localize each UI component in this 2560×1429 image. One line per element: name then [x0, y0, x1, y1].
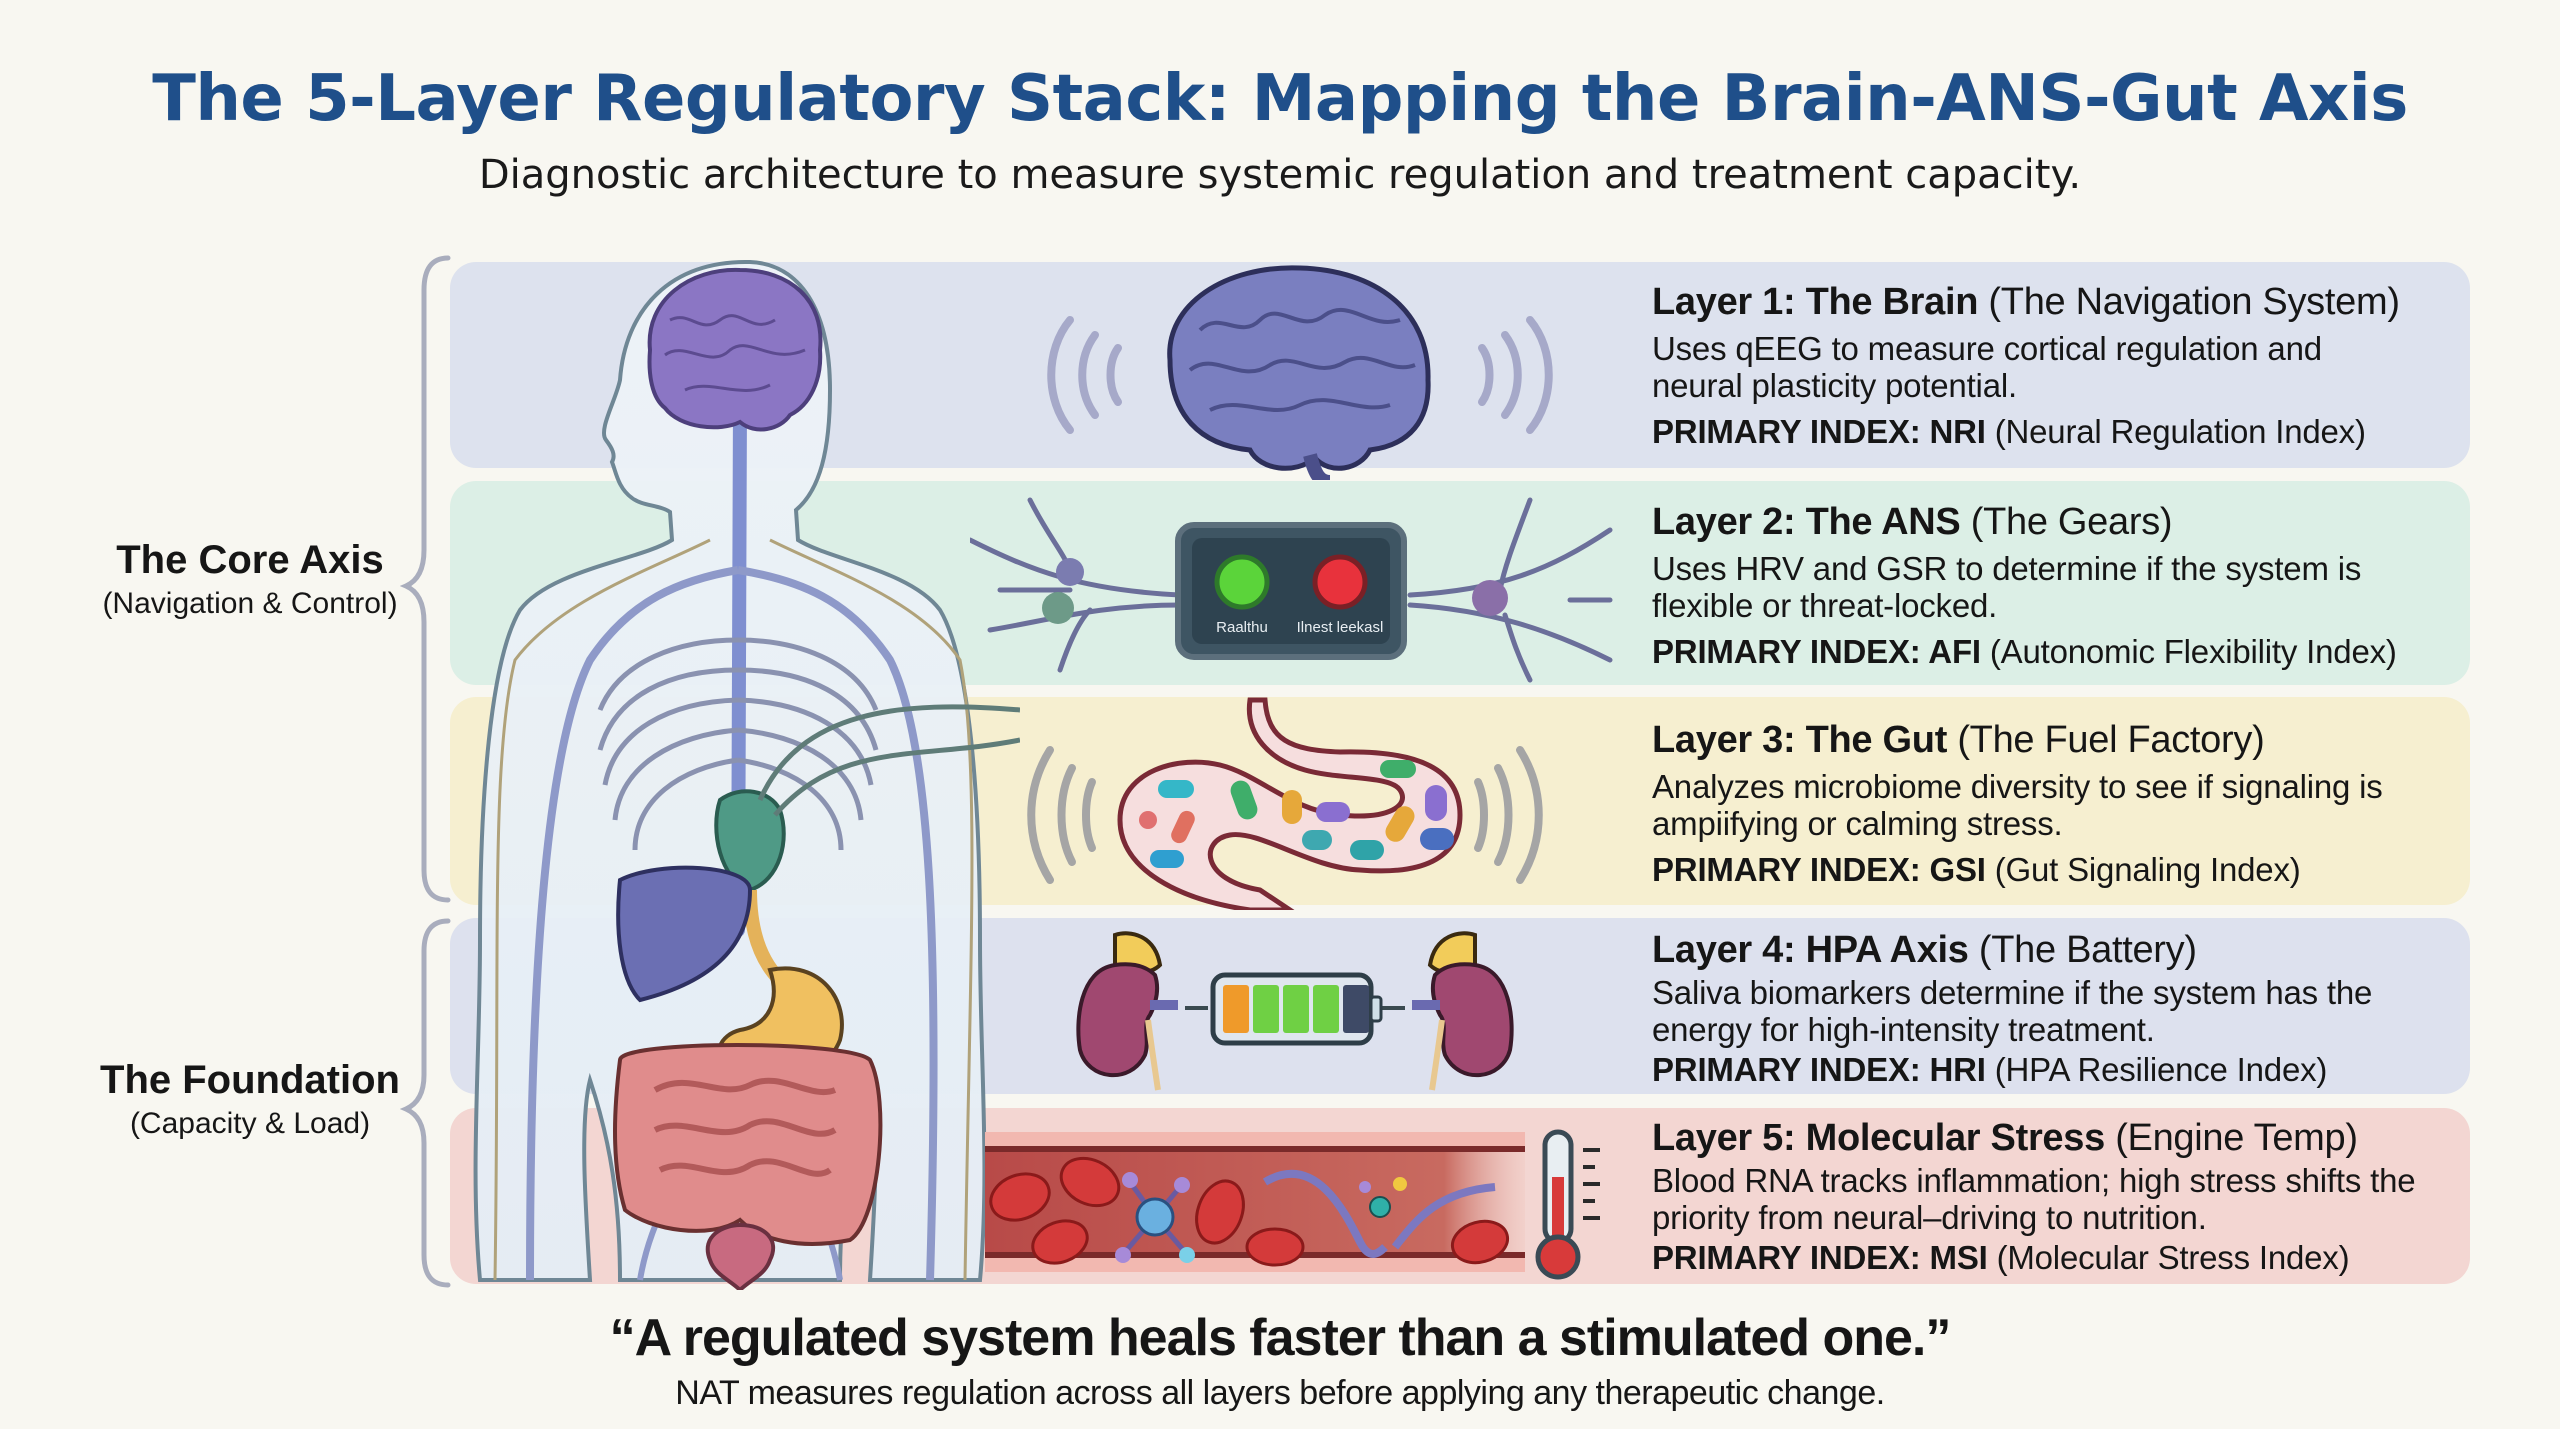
layer-title: Layer 3: The Gut [1652, 719, 1948, 761]
layer-title: Layer 4: HPA Axis [1652, 929, 1969, 971]
layer-index: PRIMARY INDEX: GSI (Gut Signaling Index) [1652, 850, 2462, 890]
index-label: PRIMARY INDEX: MSI [1652, 1239, 1988, 1276]
battery-segment-empty [1343, 985, 1369, 1033]
group-label-foundation: The Foundation (Capacity & Load) [50, 1058, 450, 1141]
layer-4-text: Layer 4: HPA Axis (The Battery) Saliva b… [1652, 928, 2462, 1090]
layer-heading: Layer 5: Molecular Stress (Engine Temp) [1652, 1116, 2462, 1160]
footer-quote: “A regulated system heals faster than a … [609, 1309, 1952, 1367]
layer-5-text: Layer 5: Molecular Stress (Engine Temp) … [1652, 1116, 2462, 1278]
index-label: PRIMARY INDEX: NRI [1652, 413, 1986, 450]
device-left-label: Raalthu [1216, 619, 1268, 636]
index-label: PRIMARY INDEX: AFI [1652, 633, 1981, 670]
layer-3-text: Layer 3: The Gut (The Fuel Factory) Anal… [1652, 718, 2462, 890]
layer-title: Layer 2: The ANS [1652, 501, 1961, 543]
core-axis-bracket-icon [400, 255, 451, 903]
group-title: The Core Axis [116, 538, 384, 582]
blood-vessel-thermometer-icon [985, 1129, 1600, 1280]
page-title: The 5-Layer Regulatory Stack: Mapping th… [152, 62, 2408, 136]
layer-1-text: Layer 1: The Brain (The Navigation Syste… [1652, 280, 2462, 452]
layer-description: Uses qEEG to measure cortical regulation… [1652, 330, 2322, 404]
battery-segment-filled [1283, 985, 1309, 1033]
layer-2-text: Layer 2: The ANS (The Gears) Uses HRV an… [1652, 500, 2462, 672]
group-subtitle: (Navigation & Control) [102, 587, 398, 620]
battery-segment-filled [1223, 985, 1249, 1033]
battery-segment-filled [1253, 985, 1279, 1033]
layer-index: PRIMARY INDEX: NRI (Neural Regulation In… [1652, 412, 2462, 452]
layer-description: Saliva biomarkers determine if the syste… [1652, 974, 2373, 1048]
group-title: The Foundation [100, 1058, 400, 1102]
human-body-illustration-icon [473, 259, 1020, 1290]
layer-heading: Layer 3: The Gut (The Fuel Factory) [1652, 718, 2462, 762]
layer-description: Uses HRV and GSR to determine if the sys… [1652, 550, 2362, 624]
layer-heading: Layer 1: The Brain (The Navigation Syste… [1652, 280, 2462, 324]
layer-metaphor: (The Battery) [1978, 929, 2197, 971]
layer-heading: Layer 2: The ANS (The Gears) [1652, 500, 2462, 544]
brain-icon [1047, 265, 1553, 480]
index-name: (Autonomic Flexibility Index) [1989, 633, 2397, 670]
layer-description: Blood RNA tracks inflammation; high stre… [1652, 1162, 2416, 1236]
layer-metaphor: (Engine Temp) [2115, 1117, 2358, 1159]
index-name: (Molecular Stress Index) [1996, 1239, 2350, 1276]
layer-metaphor: (The Gears) [1970, 501, 2173, 543]
group-subtitle: (Capacity & Load) [129, 1107, 371, 1140]
footer-note: NAT measures regulation across all layer… [675, 1374, 1885, 1412]
page-subtitle: Diagnostic architecture to measure syste… [478, 152, 2082, 198]
microbiome-icon [1027, 697, 1543, 910]
layer-title: Layer 5: Molecular Stress [1652, 1117, 2105, 1159]
layer-index: PRIMARY INDEX: MSI (Molecular Stress Ind… [1652, 1238, 2462, 1278]
kidney-battery-icon [1076, 931, 1514, 1091]
layer-title: Layer 1: The Brain [1652, 281, 1979, 323]
index-name: (Gut Signaling Index) [1994, 851, 2301, 888]
layer-metaphor: (The Fuel Factory) [1957, 719, 2265, 761]
index-label: PRIMARY INDEX: GSI [1652, 851, 1986, 888]
battery-segment-filled [1313, 985, 1339, 1033]
device-right-label: Ilnest leekasl [1297, 619, 1384, 636]
group-label-core-axis: The Core Axis (Navigation & Control) [50, 538, 450, 621]
layer-index: PRIMARY INDEX: HRI (HPA Resilience Index… [1652, 1050, 2462, 1090]
layer-description: Analyzes microbiome diversity to see if … [1652, 768, 2383, 842]
layer-metaphor: (The Navigation System) [1988, 281, 2400, 323]
index-name: (Neural Regulation Index) [1994, 413, 2366, 450]
nerve-device-icon: Raalthu Ilnest leekasl [970, 497, 1613, 683]
foundation-bracket-icon [400, 918, 451, 1288]
layer-heading: Layer 4: HPA Axis (The Battery) [1652, 928, 2462, 972]
index-label: PRIMARY INDEX: HRI [1652, 1051, 1986, 1088]
index-name: (HPA Resilience Index) [1994, 1051, 2328, 1088]
layer-index: PRIMARY INDEX: AFI (Autonomic Flexibilit… [1652, 632, 2462, 672]
